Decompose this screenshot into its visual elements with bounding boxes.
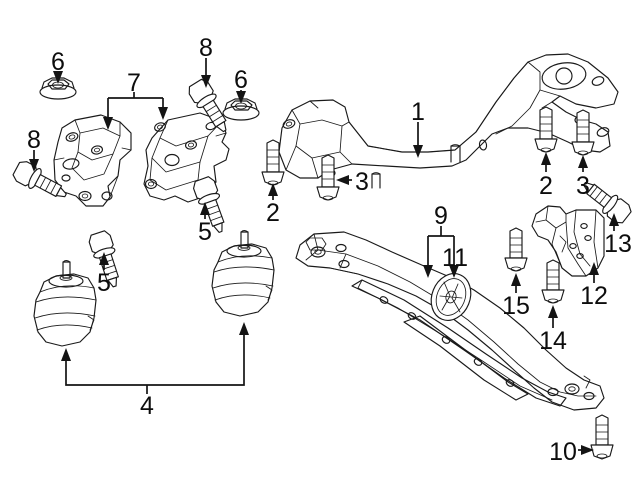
- callout-label-6a: 6: [51, 48, 65, 76]
- callout-label-5b: 5: [198, 218, 212, 246]
- leader-12: [589, 262, 599, 283]
- hex-flange-nut-b: [222, 98, 260, 121]
- crossmember-bushing: [430, 273, 472, 321]
- callout-label-12: 12: [580, 282, 608, 310]
- callout-label-13: 13: [604, 230, 632, 258]
- engine-mount-left: [33, 260, 97, 347]
- callout-label-1: 1: [411, 98, 425, 126]
- hex-flange-bolt-8b: [188, 78, 227, 133]
- flange-bolt-14: [541, 259, 565, 304]
- leader-2a: [268, 183, 278, 200]
- leader-4: [61, 322, 249, 394]
- engine-mount-right: [211, 230, 275, 317]
- leader-15: [511, 273, 521, 293]
- callout-label-6b: 6: [234, 66, 248, 94]
- leader-2b: [541, 152, 551, 172]
- callout-label-9: 9: [434, 202, 448, 230]
- hex-flange-bolt-5b: [192, 176, 225, 233]
- rear-suspension-crossmember: [295, 231, 605, 411]
- flange-bolt-2a: [261, 139, 285, 186]
- callout-label-3b: 3: [576, 172, 590, 200]
- callout-label-3a: 3: [355, 168, 369, 196]
- leader-8a: [29, 150, 39, 172]
- callout-label-2b: 2: [539, 172, 553, 200]
- callout-label-8a: 8: [27, 126, 41, 154]
- leader-7: [103, 92, 168, 130]
- leader-6a: [53, 71, 63, 84]
- callout-label-8b: 8: [199, 34, 213, 62]
- flange-bolt-3b: [571, 109, 595, 156]
- leader-5b: [200, 202, 210, 219]
- callout-label-5a: 5: [97, 269, 111, 297]
- transmission-mount-bracket: [531, 205, 605, 277]
- leader-10: [578, 445, 594, 455]
- leader-9: [423, 226, 459, 278]
- callout-label-7: 7: [127, 69, 141, 97]
- hex-flange-bolt-5a: [88, 230, 119, 288]
- flange-bolt-2b: [534, 106, 558, 153]
- callout-label-2a: 2: [266, 199, 280, 227]
- leader-5a: [99, 252, 109, 270]
- engine-support-crossmember: [278, 53, 619, 189]
- flange-bolt-15: [504, 227, 528, 272]
- leader-13: [609, 213, 619, 231]
- callout-label-11: 11: [442, 244, 468, 272]
- callout-label-4: 4: [140, 392, 154, 420]
- leader-14: [548, 305, 558, 328]
- leader-3b: [578, 155, 588, 172]
- flange-bolt-10: [590, 414, 614, 460]
- leader-3a: [336, 175, 352, 185]
- flange-bolt-3a: [316, 154, 340, 201]
- hex-flange-bolt-8a: [12, 161, 67, 198]
- callout-label-15: 15: [502, 292, 530, 320]
- engine-mount-bracket-left: [53, 114, 132, 207]
- leader-8b: [201, 58, 211, 88]
- callout-label-10: 10: [549, 438, 577, 466]
- leader-1: [413, 122, 423, 158]
- callout-label-14: 14: [539, 327, 567, 355]
- leader-6b: [236, 90, 246, 104]
